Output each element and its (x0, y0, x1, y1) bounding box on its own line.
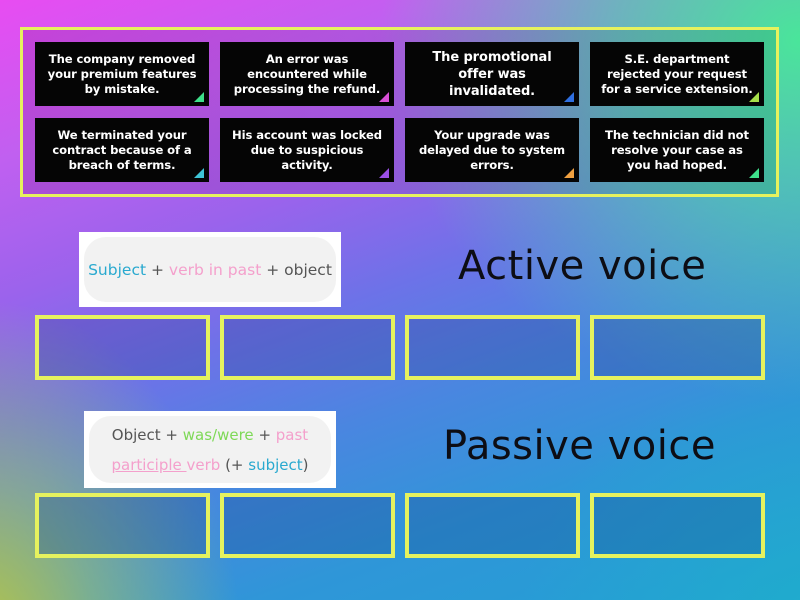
corner-triangle-icon (194, 168, 204, 178)
active-formula: Subject + verb in past + object (88, 254, 332, 286)
draggable-card[interactable]: The promotional offer was invalidated. (405, 42, 579, 106)
draggable-card[interactable]: S.E. department rejected your request fo… (590, 42, 764, 106)
formula-was-were: was/were (182, 425, 254, 444)
formula-object: Object (111, 425, 161, 444)
formula-verb: verb in past (168, 260, 262, 279)
passive-drop-zone-4[interactable] (590, 493, 765, 558)
card-text: The promotional offer was invalidated. (432, 49, 552, 99)
corner-triangle-icon (564, 168, 574, 178)
formula-plus: + (261, 260, 285, 279)
formula-past: past (275, 425, 309, 444)
formula-plus: + (160, 425, 183, 444)
active-drop-zone-3[interactable] (405, 315, 580, 380)
corner-triangle-icon (749, 92, 759, 102)
card-text: Your upgrade was delayed due to system e… (418, 127, 566, 172)
draggable-card[interactable]: We terminated your contract because of a… (35, 118, 209, 182)
card-text: We terminated your contract because of a… (52, 127, 192, 172)
draggable-card[interactable]: Your upgrade was delayed due to system e… (405, 118, 579, 182)
passive-voice-heading: Passive voice (443, 423, 716, 469)
draggable-card[interactable]: The technician did not resolve your case… (590, 118, 764, 182)
passive-drop-zone-2[interactable] (220, 493, 395, 558)
card-text: His account was locked due to suspicious… (232, 127, 382, 172)
draggable-card[interactable]: The company removed your premium feature… (35, 42, 209, 106)
formula-paren-close: ) (302, 455, 309, 474)
passive-drop-zone-1[interactable] (35, 493, 210, 558)
card-text: S.E. department rejected your request fo… (601, 51, 753, 96)
passive-drop-zone-3[interactable] (405, 493, 580, 558)
formula-object: object (284, 260, 332, 279)
formula-subject: subject (248, 455, 303, 474)
draggable-card[interactable]: An error was encountered while processin… (220, 42, 394, 106)
active-drop-zone-4[interactable] (590, 315, 765, 380)
formula-plus: + (253, 425, 276, 444)
corner-triangle-icon (749, 168, 759, 178)
active-voice-hint-image: Subject + verb in past + object (79, 232, 341, 307)
card-text: The technician did not resolve your case… (605, 127, 749, 172)
corner-triangle-icon (379, 92, 389, 102)
active-drop-zone-1[interactable] (35, 315, 210, 380)
passive-formula-line-1: Object + was/were + past (112, 420, 308, 450)
corner-triangle-icon (194, 92, 204, 102)
active-voice-heading: Active voice (458, 243, 707, 289)
corner-triangle-icon (564, 92, 574, 102)
formula-paren-open: (+ (220, 455, 249, 474)
corner-triangle-icon (379, 168, 389, 178)
formula-verb: verb (186, 455, 221, 474)
draggable-card[interactable]: His account was locked due to suspicious… (220, 118, 394, 182)
formula-subject: Subject (88, 260, 147, 279)
active-drop-zone-2[interactable] (220, 315, 395, 380)
formula-plus: + (146, 260, 169, 279)
passive-voice-hint-image: Object + was/were + past participle verb… (84, 411, 336, 488)
card-text: An error was encountered while processin… (233, 51, 381, 96)
formula-participle: participle (111, 455, 187, 474)
passive-formula-line-2: participle verb (+ subject) (111, 450, 308, 480)
card-text: The company removed your premium feature… (47, 51, 197, 96)
